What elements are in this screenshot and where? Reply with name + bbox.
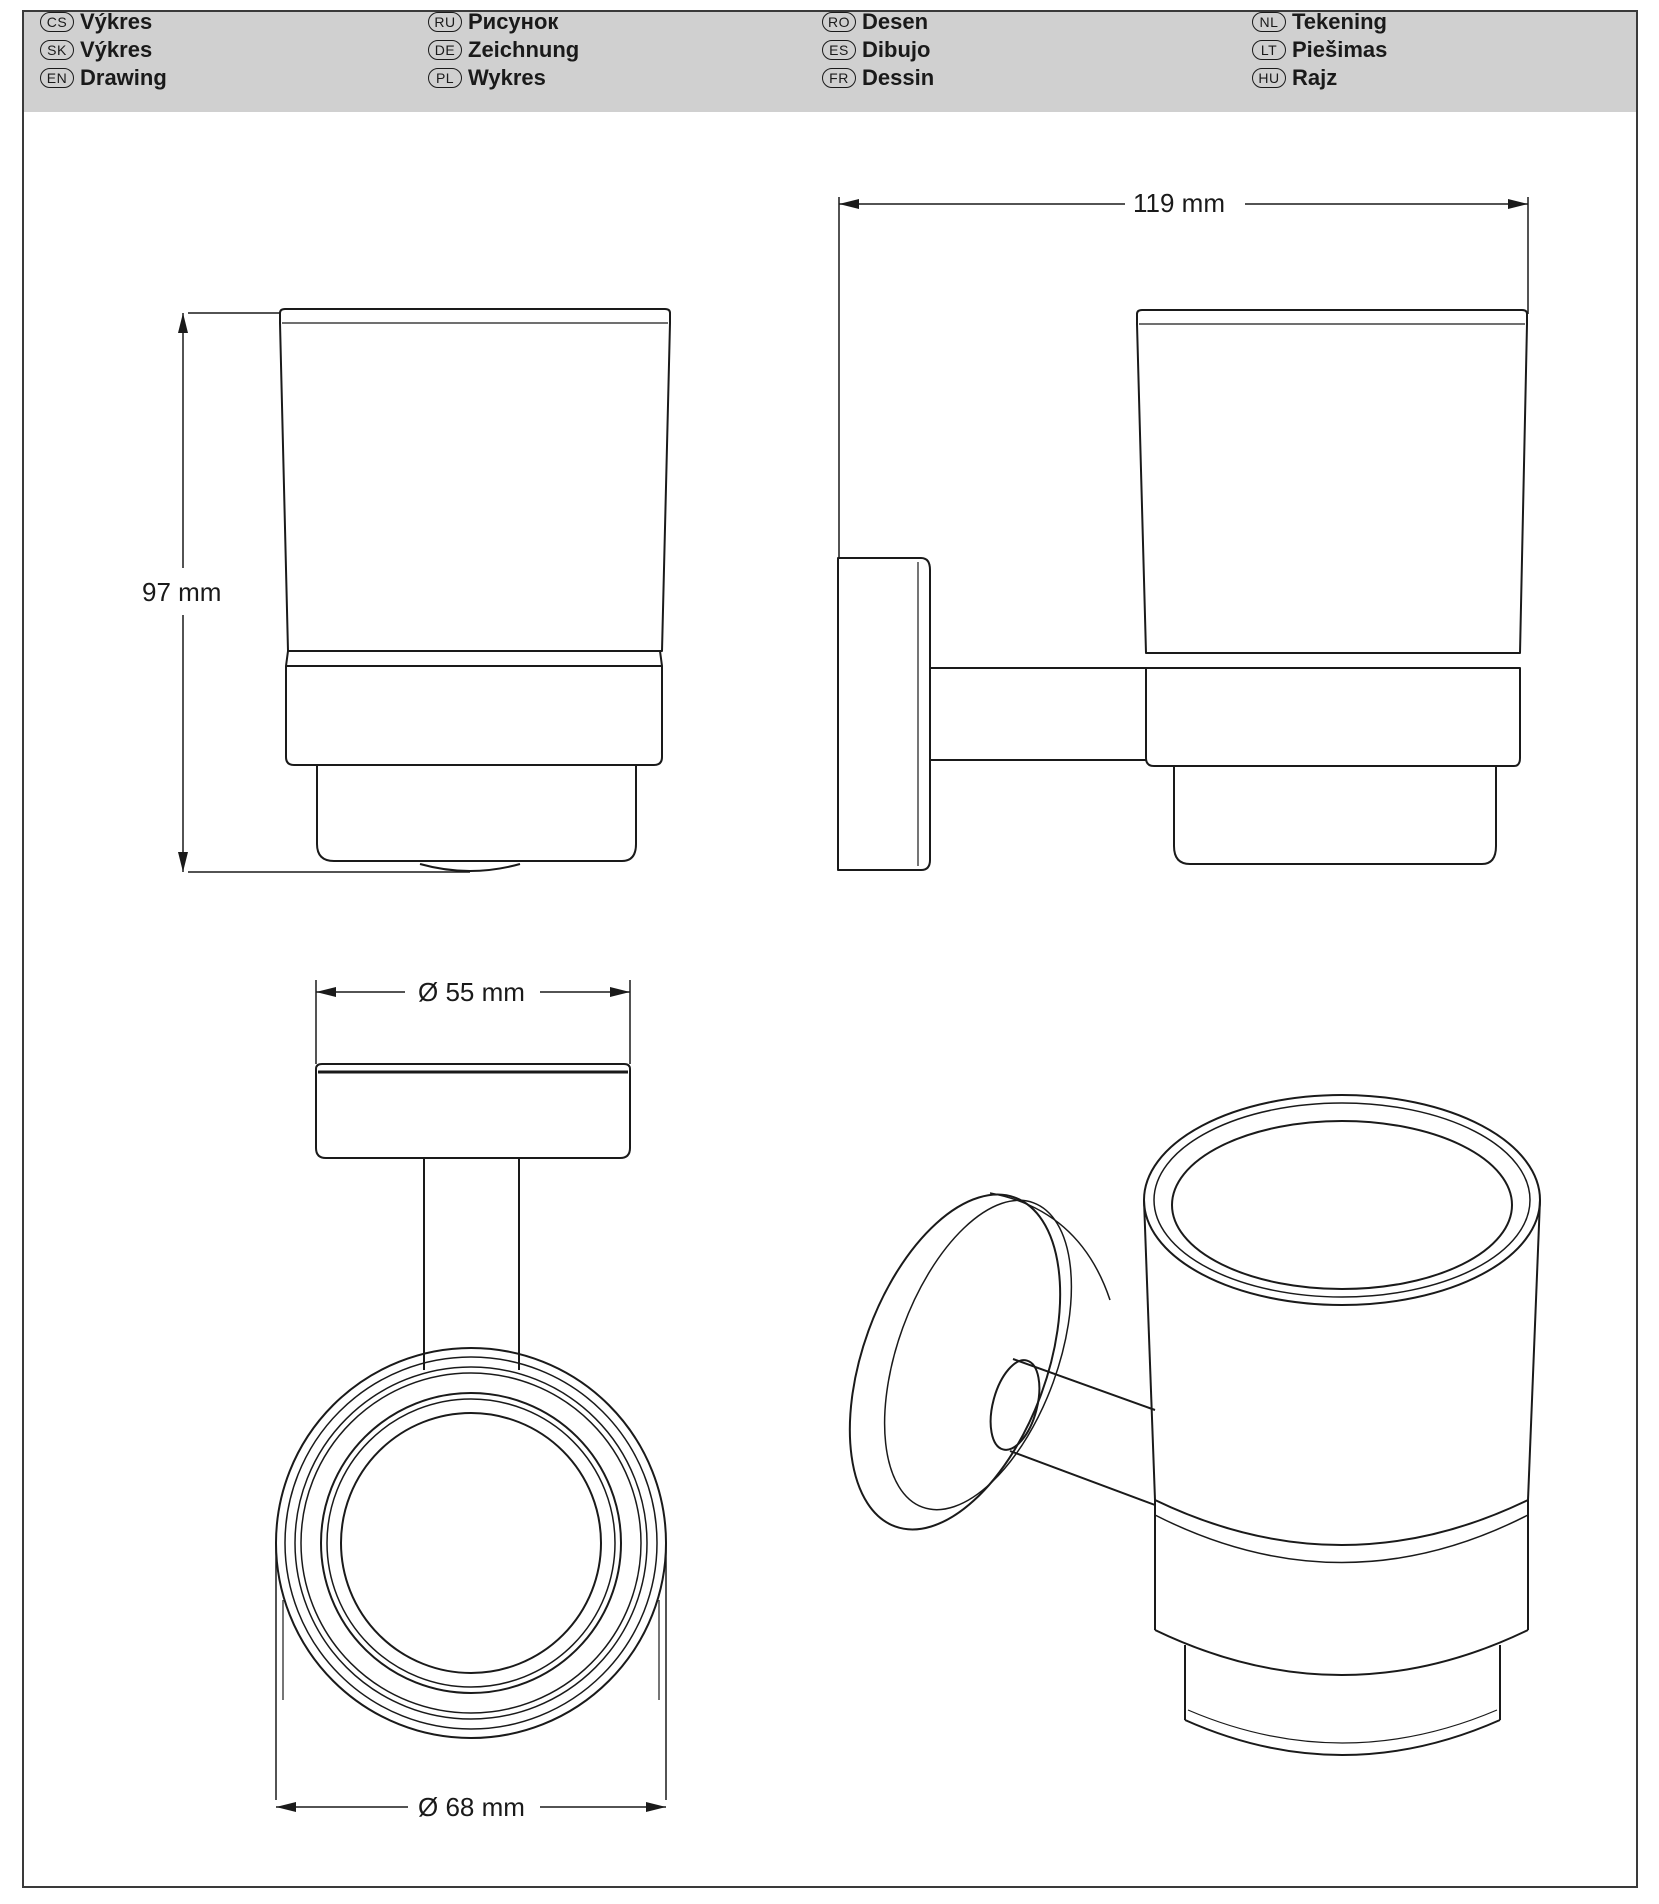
side-view: [837, 309, 1528, 871]
lang-label: Výkres: [80, 9, 153, 34]
dim-label-depth: 119 mm: [1133, 188, 1225, 218]
lang-row: CS Výkres: [40, 8, 167, 36]
lang-row: RU Рисунок: [428, 8, 579, 36]
lang-code-badge: RU: [428, 12, 462, 32]
lang-column-2: RU Рисунок DE Zeichnung PL Wykres: [428, 8, 579, 92]
lang-row: SK Výkres: [40, 36, 167, 64]
dim-label-base-diameter: Ø 55 mm: [418, 977, 525, 1007]
lang-row: HU Rajz: [1252, 64, 1387, 92]
lang-column-4: NL Tekening LT Piešimas HU Rajz: [1252, 8, 1387, 92]
lang-row: RO Desen: [822, 8, 934, 36]
lang-label: Tekening: [1292, 9, 1387, 34]
dimension-base-diameter: [315, 980, 631, 1064]
lang-row: LT Piešimas: [1252, 36, 1387, 64]
lang-label: Wykres: [468, 65, 546, 90]
front-view: [279, 308, 671, 872]
lang-row: ES Dibujo: [822, 36, 934, 64]
lang-code-badge: RO: [822, 12, 856, 32]
lang-label: Dibujo: [862, 37, 931, 62]
lang-code-badge: ES: [822, 40, 856, 60]
lang-row: FR Dessin: [822, 64, 934, 92]
dimension-height: [178, 312, 470, 873]
lang-code-badge: SK: [40, 40, 74, 60]
dim-label-cup-diameter: Ø 68 mm: [418, 1792, 525, 1822]
isometric-view: [848, 1094, 1541, 1756]
lang-label: Rajz: [1292, 65, 1338, 90]
lang-code-badge: EN: [40, 68, 74, 88]
lang-code-badge: DE: [428, 40, 462, 60]
lang-code-badge: LT: [1252, 40, 1286, 60]
lang-label: Piešimas: [1292, 37, 1388, 62]
drawing-frame: [22, 10, 1638, 1888]
lang-code-badge: NL: [1252, 12, 1286, 32]
lang-row: EN Drawing: [40, 64, 167, 92]
lang-row: NL Tekening: [1252, 8, 1387, 36]
lang-column-1: CS Výkres SK Výkres EN Drawing: [40, 8, 167, 92]
lang-label: Zeichnung: [468, 37, 580, 62]
top-view: [275, 1063, 667, 1800]
lang-code-badge: PL: [428, 68, 462, 88]
dim-label-height: 97 mm: [142, 577, 221, 607]
lang-code-badge: HU: [1252, 68, 1286, 88]
lang-label: Drawing: [80, 65, 167, 90]
lang-label: Dessin: [862, 65, 935, 90]
lang-code-badge: CS: [40, 12, 74, 32]
lang-row: PL Wykres: [428, 64, 579, 92]
lang-column-3: RO Desen ES Dibujo FR Dessin: [822, 8, 934, 92]
lang-label: Рисунок: [468, 9, 559, 34]
lang-row: DE Zeichnung: [428, 36, 579, 64]
dimension-depth: [838, 197, 1529, 558]
lang-label: Desen: [862, 9, 929, 34]
lang-code-badge: FR: [822, 68, 856, 88]
lang-label: Výkres: [80, 37, 153, 62]
